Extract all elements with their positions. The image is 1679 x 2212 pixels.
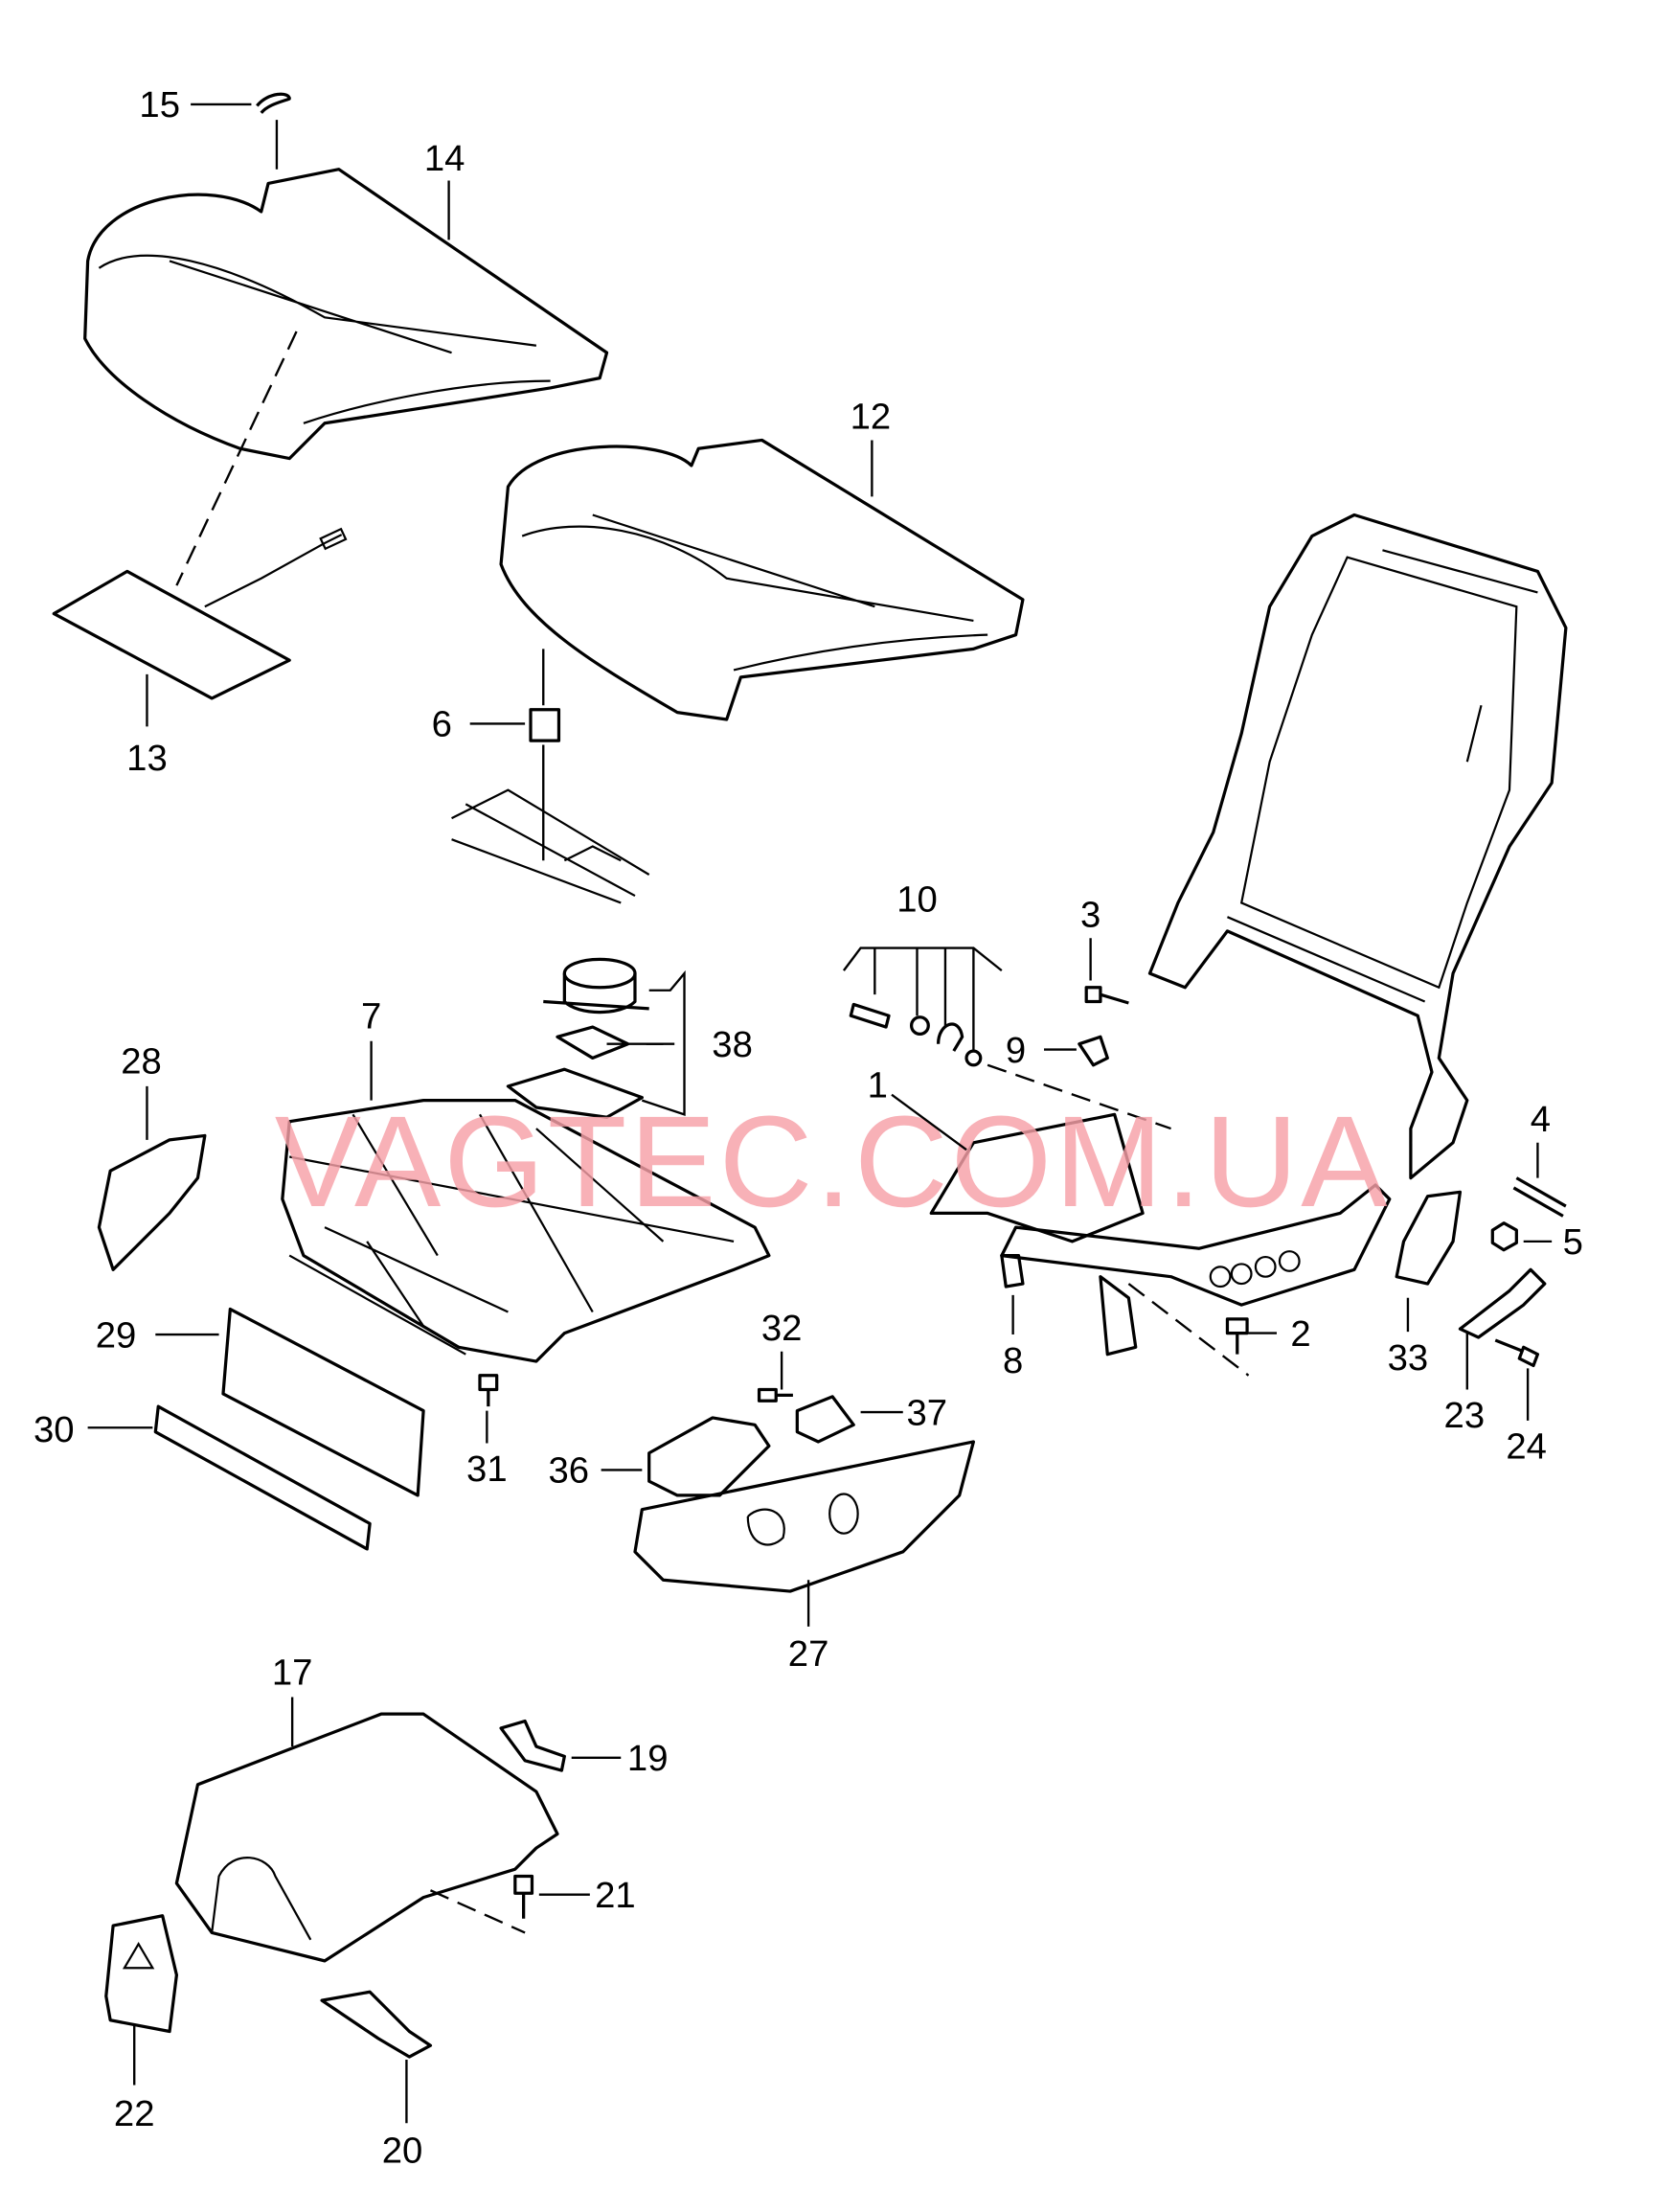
trim-strip-part-30 <box>153 1404 372 1551</box>
callout-20: 20 <box>382 2130 423 2171</box>
callout-21: 21 <box>595 1875 636 1916</box>
floor-section <box>451 788 650 904</box>
callout-22: 22 <box>114 2093 155 2134</box>
screw-part-21 <box>513 1874 534 1919</box>
callout-24: 24 <box>1506 1426 1547 1468</box>
callout-33: 33 <box>1388 1337 1429 1379</box>
callout-29: 29 <box>96 1314 137 1356</box>
screw-part-31 <box>478 1374 499 1407</box>
nut-part-5 <box>1490 1221 1518 1252</box>
axis-line-2 <box>1127 1283 1250 1377</box>
cover-part-17 <box>174 1712 559 1963</box>
seat-cushion-part-12 <box>499 438 1025 721</box>
callout-6: 6 <box>432 704 452 745</box>
callout-31: 31 <box>466 1448 508 1490</box>
leader-13-14 <box>175 331 298 586</box>
bracket-part-20 <box>320 1990 433 2059</box>
cover-part-33 <box>1395 1190 1463 1286</box>
bracket-10 <box>842 946 1003 1052</box>
watermark: VAGTEC.COM.UA <box>275 1088 1391 1234</box>
axis-line-21 <box>429 1889 526 1934</box>
lever-part-23 <box>1458 1267 1547 1339</box>
callout-2: 2 <box>1290 1313 1310 1355</box>
cover-part-22 <box>104 1914 179 2034</box>
callout-28: 28 <box>121 1041 162 1083</box>
trim-panel-part-29 <box>221 1307 425 1497</box>
callout-15: 15 <box>139 84 180 125</box>
callout-7: 7 <box>361 996 381 1038</box>
callout-32: 32 <box>761 1308 803 1349</box>
bolt-part-2 <box>1225 1317 1249 1355</box>
screw-part-32 <box>757 1387 793 1402</box>
side-trim-part-27 <box>633 1440 976 1593</box>
callout-5: 5 <box>1563 1221 1583 1263</box>
callout-3: 3 <box>1080 894 1100 935</box>
callout-36: 36 <box>548 1450 589 1492</box>
callout-30: 30 <box>34 1409 75 1450</box>
callout-9: 9 <box>1006 1030 1026 1071</box>
switch-part-36 <box>647 1416 771 1497</box>
backrest-frame <box>1147 513 1568 1180</box>
callout-4: 4 <box>1531 1099 1551 1140</box>
callout-17: 17 <box>272 1652 313 1693</box>
clip-part-8 <box>1000 1253 1025 1288</box>
bracket-part-19 <box>499 1719 566 1772</box>
trim-part-28 <box>97 1133 207 1271</box>
seat-frame-part-7 <box>281 1098 771 1363</box>
callout-19: 19 <box>627 1738 669 1779</box>
callout-23: 23 <box>1444 1395 1486 1436</box>
clip-part-6 <box>529 708 561 742</box>
callout-14: 14 <box>424 138 465 179</box>
stud-part-4 <box>1512 1176 1567 1218</box>
callout-27: 27 <box>788 1633 829 1675</box>
motor-part-38 <box>506 957 649 1119</box>
axis-line-10 <box>987 1063 1171 1130</box>
switch-part-37 <box>795 1395 855 1444</box>
callout-37: 37 <box>907 1392 948 1433</box>
frame-part-1 <box>929 1112 1392 1357</box>
callout-12: 12 <box>851 397 892 438</box>
leader-lines <box>87 103 1553 2124</box>
pin-set-part-10 <box>849 1002 983 1067</box>
callout-38: 38 <box>712 1024 753 1065</box>
callout-10: 10 <box>896 878 938 920</box>
callout-13: 13 <box>126 738 168 779</box>
seat-cover-part-14 <box>83 168 609 461</box>
callout-1: 1 <box>868 1065 888 1106</box>
clip-part-9 <box>1078 1035 1109 1067</box>
callout-8: 8 <box>1003 1340 1023 1381</box>
screw-part-24 <box>1494 1338 1540 1368</box>
bolt-part-3 <box>1084 986 1129 1005</box>
clip-part-15 <box>256 92 291 114</box>
callout-labels: 15 14 12 13 6 10 3 9 38 7 28 1 4 5 2 33 … <box>34 84 1583 2171</box>
heating-mat-part-13 <box>52 527 348 700</box>
